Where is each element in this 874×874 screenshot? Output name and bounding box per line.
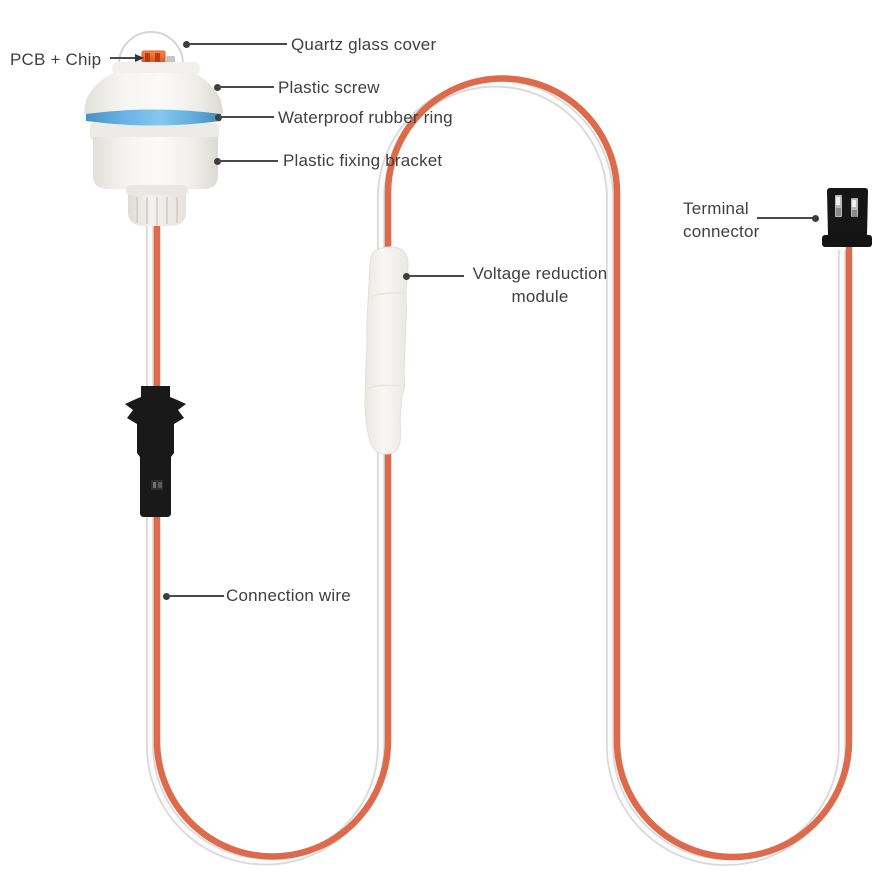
- screw-label-dot: [214, 84, 221, 91]
- plastic-fixing-bracket-body: [93, 137, 218, 189]
- plug-marking-detail-1: [153, 482, 156, 488]
- module-body: [364, 246, 409, 455]
- chip-bar-1: [145, 53, 150, 62]
- module-label-dot: [403, 273, 410, 280]
- sensor-cap-plate: [112, 62, 200, 75]
- label-voltage-line1: Voltage reduction: [472, 264, 608, 283]
- wire-label-line: [168, 595, 224, 597]
- dome-highlight: [129, 40, 147, 50]
- bracket-label-dot: [214, 158, 221, 165]
- wire-label-dot: [163, 593, 170, 600]
- bracket-label-line: [218, 160, 278, 162]
- terminal-pin-left-slot: [836, 208, 841, 216]
- voltage-reduction-module: [364, 246, 409, 455]
- ring-label-line: [219, 116, 274, 118]
- wire-white-core: [147, 81, 845, 865]
- pcb-label-line: [110, 57, 136, 59]
- label-voltage-line2: module: [511, 287, 569, 306]
- plug-marking-detail-2: [158, 482, 162, 488]
- label-plastic-fixing-bracket: Plastic fixing bracket: [283, 151, 443, 170]
- quartz-label-line: [189, 43, 287, 45]
- terminal-label-line: [757, 217, 815, 219]
- label-plastic-screw: Plastic screw: [278, 78, 380, 97]
- module-crease-2: [366, 384, 402, 389]
- label-quartz-glass-cover: Quartz glass cover: [291, 35, 437, 54]
- inline-plug-connector: [125, 386, 186, 517]
- ring-label-dot: [215, 114, 222, 121]
- screw-label-line: [218, 86, 274, 88]
- chip-bar-2: [155, 53, 160, 62]
- plug-body: [125, 386, 186, 517]
- label-connection-wire: Connection wire: [226, 586, 351, 605]
- pcb-label-arrow-icon: [135, 54, 144, 62]
- terminal-body: [827, 188, 868, 236]
- label-voltage-reduction-module: Voltage reduction module: [465, 262, 615, 308]
- plug-marking: [151, 480, 163, 490]
- label-terminal-line2: connector: [683, 222, 760, 241]
- terminal-flange: [822, 235, 872, 247]
- terminal-pin-left-highlight: [836, 197, 840, 205]
- label-terminal-connector: Terminal connector: [683, 197, 759, 243]
- collar-ring: [90, 123, 219, 139]
- level-sensor-head: [84, 31, 223, 226]
- quartz-label-dot: [183, 41, 190, 48]
- module-crease-1: [370, 292, 405, 297]
- module-label-line: [409, 275, 464, 277]
- terminal-connector: [822, 188, 872, 247]
- terminal-pin-right-highlight: [852, 200, 856, 207]
- waterproof-rubber-ring-band: [86, 109, 221, 126]
- label-terminal-line1: Terminal: [683, 199, 749, 218]
- label-waterproof-rubber-ring: Waterproof rubber ring: [278, 108, 453, 127]
- terminal-pin-right-slot: [852, 210, 857, 217]
- connection-wire: [146, 75, 853, 866]
- wire-orange: [153, 75, 853, 861]
- plastic-screw-body: [84, 73, 223, 114]
- knurl-teeth: [136, 197, 178, 225]
- terminal-label-dot: [812, 215, 819, 222]
- knurl-lip: [126, 185, 188, 196]
- label-pcb-chip: PCB + Chip: [10, 50, 102, 69]
